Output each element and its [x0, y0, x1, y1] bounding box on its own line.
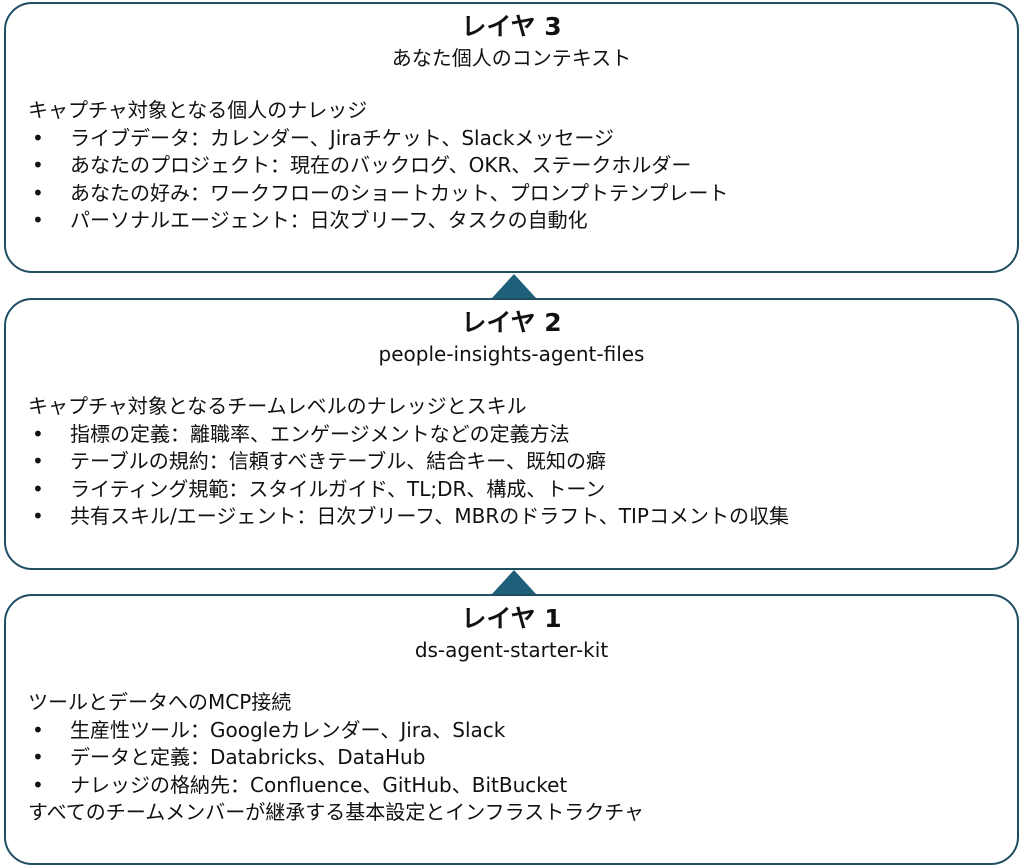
- layer-3-item-text: あなたの好み：ワークフローのショートカット、プロンプトテンプレート: [70, 180, 729, 205]
- layer-3-item: • あなたの好み：ワークフローのショートカット、プロンプトテンプレート: [28, 180, 997, 208]
- layer-3-item: • パーソナルエージェント：日次ブリーフ、タスクの自動化: [28, 207, 997, 235]
- layer-1-item: • 生産性ツール：Googleカレンダー、Jira、Slack: [28, 717, 997, 745]
- up-arrow-connector: [492, 570, 536, 594]
- layer-3-item: • あなたのプロジェクト：現在のバックログ、OKR、ステークホルダー: [28, 152, 997, 180]
- layer-3-body: キャプチャ対象となる個人のナレッジ • ライブデータ：カレンダー、Jiraチケッ…: [28, 97, 997, 235]
- layer-2-body: キャプチャ対象となるチームレベルのナレッジとスキル • 指標の定義：離職率、エン…: [28, 393, 997, 531]
- layer-2-item-text: 指標の定義：離職率、エンゲージメントなどの定義方法: [70, 421, 570, 446]
- layer-1-box: レイヤ 1 ds-agent-starter-kit ツールとデータへのMCP接…: [4, 594, 1019, 865]
- layer-1-subtitle: ds-agent-starter-kit: [414, 638, 609, 662]
- layer-1-item: • ナレッジの格納先：Confluence、GitHub、BitBucket: [28, 772, 997, 800]
- bullet-marker: •: [32, 745, 44, 769]
- layer-1-heading: ツールとデータへのMCP接続: [28, 690, 292, 714]
- layer-3-item-text: あなたのプロジェクト：現在のバックログ、OKR、ステークホルダー: [70, 153, 692, 177]
- layer-1-body: ツールとデータへのMCP接続 • 生産性ツール：Googleカレンダー、Jira…: [28, 689, 997, 827]
- layer-1-item-text: 生産性ツール：Googleカレンダー、Jira、Slack: [70, 717, 506, 742]
- layer-1-title: レイヤ 1: [461, 604, 562, 633]
- layer-2-subtitle: people-insights-agent-files: [378, 342, 645, 366]
- layer-1-item: • データと定義：Databricks、DataHub: [28, 744, 997, 772]
- layer-2-item: • 指標の定義：離職率、エンゲージメントなどの定義方法: [28, 421, 997, 449]
- layer-2-title: レイヤ 2: [461, 308, 562, 337]
- layer-2-heading: キャプチャ対象となるチームレベルのナレッジとスキル: [28, 394, 527, 418]
- bullet-marker: •: [32, 504, 44, 528]
- bullet-marker: •: [32, 717, 44, 742]
- layer-3-heading: キャプチャ対象となる個人のナレッジ: [28, 98, 368, 122]
- layer-1-item-text: ナレッジの格納先：Confluence、GitHub、BitBucket: [70, 772, 568, 797]
- layer-2-item: • 共有スキル/エージェント：日次ブリーフ、MBRのドラフト、TIPコメントの収…: [28, 503, 997, 531]
- layer-2-box: レイヤ 2 people-insights-agent-files キャプチャ対…: [4, 298, 1019, 570]
- bullet-marker: •: [32, 449, 44, 473]
- layer-2-item-text: テーブルの規約：信頼すべきテーブル、結合キー、既知の癖: [70, 449, 606, 473]
- layer-3-title: レイヤ 3: [461, 12, 562, 41]
- layer-1-item-text: データと定義：Databricks、DataHub: [70, 745, 426, 769]
- up-arrow-connector: [492, 274, 536, 298]
- layer-2-item-text: ライティング規範：スタイルガイド、TL;DR、構成、トーン: [70, 476, 606, 501]
- layer-3-item-text: ライブデータ：カレンダー、Jiraチケット、Slackメッセージ: [70, 125, 615, 150]
- layer-2-item-text: 共有スキル/エージェント：日次ブリーフ、MBRのドラフト、TIPコメントの収集: [70, 504, 789, 528]
- layer-3-subtitle: あなた個人のコンテキスト: [391, 46, 632, 70]
- layer-3-item-text: パーソナルエージェント：日次ブリーフ、タスクの自動化: [70, 208, 588, 232]
- bullet-marker: •: [32, 421, 44, 446]
- bullet-marker: •: [32, 153, 44, 177]
- layer-2-item: • テーブルの規約：信頼すべきテーブル、結合キー、既知の癖: [28, 448, 997, 476]
- layer-3-box: レイヤ 3 あなた個人のコンテキスト キャプチャ対象となる個人のナレッジ • ラ…: [4, 2, 1019, 273]
- bullet-marker: •: [32, 772, 44, 797]
- layer-3-item: • ライブデータ：カレンダー、Jiraチケット、Slackメッセージ: [28, 125, 997, 153]
- layer-2-item: • ライティング規範：スタイルガイド、TL;DR、構成、トーン: [28, 476, 997, 504]
- layer-1-footer: すべてのチームメンバーが継承する基本設定とインフラストラクチャ: [28, 800, 644, 824]
- bullet-marker: •: [32, 476, 44, 501]
- bullet-marker: •: [32, 125, 44, 150]
- bullet-marker: •: [32, 208, 44, 232]
- bullet-marker: •: [32, 180, 44, 205]
